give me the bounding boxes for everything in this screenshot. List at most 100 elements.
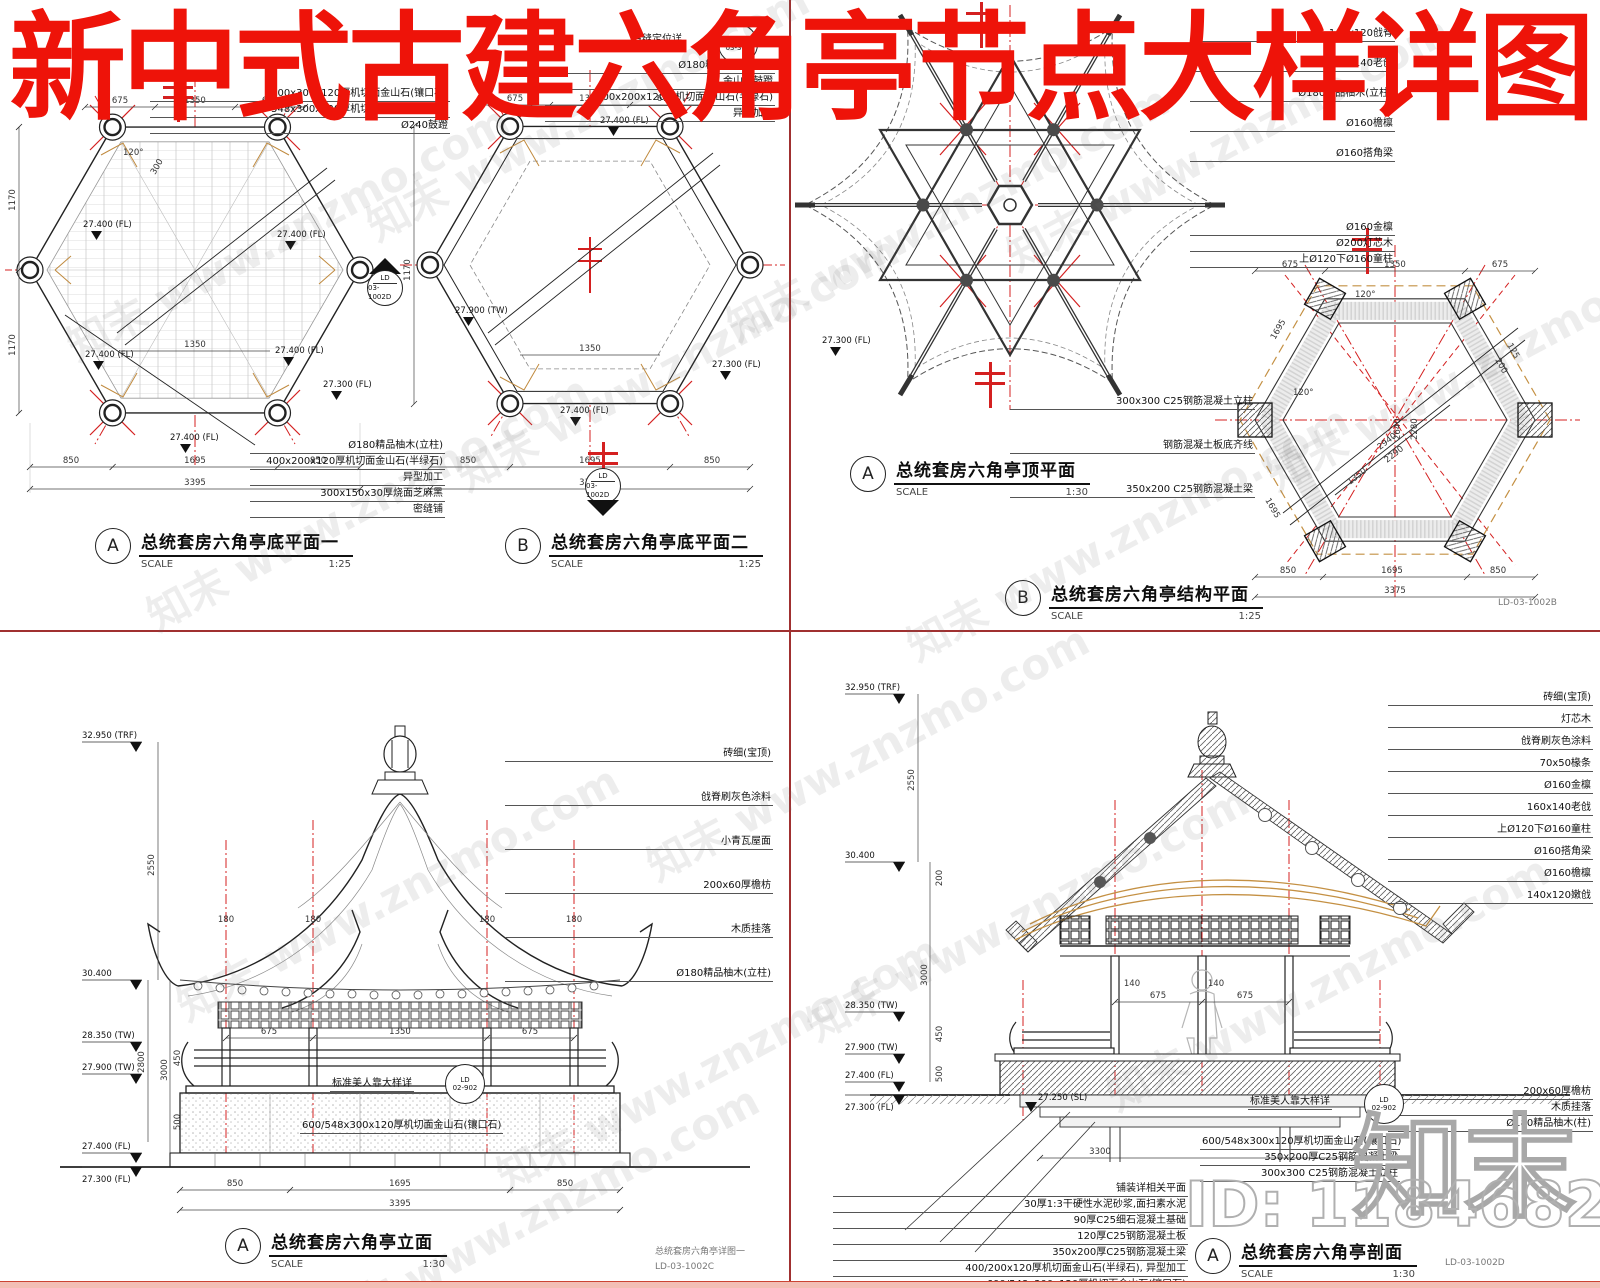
callout-label: 200x60厚檐枋 bbox=[505, 880, 773, 894]
scale-value: 1:30 bbox=[1392, 1269, 1415, 1280]
scale-value: 1:30 bbox=[422, 1259, 445, 1270]
svg-text:1350: 1350 bbox=[389, 1027, 411, 1037]
callout-label: 350x200 C25钢筋混凝土梁 bbox=[1010, 484, 1255, 498]
svg-text:2280: 2280 bbox=[1410, 418, 1420, 440]
detail-tag: A bbox=[850, 456, 886, 492]
svg-text:3395: 3395 bbox=[389, 1199, 411, 1209]
callout-label: 铺装详相关平面 bbox=[833, 1183, 1188, 1197]
svg-text:1170: 1170 bbox=[403, 259, 413, 281]
callout-label: 600/548x300x120厚机切面金山石(镶口石) bbox=[1200, 1136, 1401, 1150]
detail-tag: A bbox=[225, 1228, 261, 1264]
plan2-ref-label: 砖缝定位详 bbox=[630, 34, 684, 48]
section-marker-triangle bbox=[369, 258, 401, 274]
svg-text:27.400 (FL): 27.400 (FL) bbox=[845, 1071, 894, 1081]
drawing-title: 总统套房六角亭底平面二 bbox=[549, 528, 763, 557]
section-stone-callouts: 600/548x300x120厚机切面金山石(镶口石) 350x200厚C25钢筋… bbox=[1200, 1136, 1401, 1184]
callout-label: Ø180精品柚木(立柱) bbox=[545, 60, 775, 74]
callout-label: Ø240鼓蹬 bbox=[150, 120, 450, 134]
callout-label: Ø160檐檩 bbox=[1388, 868, 1593, 882]
callout-label: 548x300x120厚机切面金山石(镶口石) bbox=[150, 104, 450, 118]
svg-text:180: 180 bbox=[218, 915, 234, 925]
svg-text:27.400 (FL): 27.400 (FL) bbox=[82, 1142, 131, 1152]
callout-label: Ø160搭角梁 bbox=[1388, 846, 1593, 860]
svg-text:2550: 2550 bbox=[907, 769, 917, 791]
svg-text:1350: 1350 bbox=[184, 340, 206, 350]
svg-text:120°: 120° bbox=[1293, 388, 1313, 398]
svg-text:450: 450 bbox=[935, 1026, 945, 1042]
roof-plan-drawing: 27.300 (FL) bbox=[795, 5, 1225, 410]
callout-label: 上Ø120下Ø160童柱 bbox=[1388, 824, 1593, 838]
section-sheet-no: LD-03-1002D bbox=[1445, 1258, 1505, 1268]
svg-text:1695: 1695 bbox=[389, 1179, 411, 1189]
svg-text:27.300 (FL): 27.300 (FL) bbox=[712, 360, 761, 370]
elevation-sheet-name: 总统套房六角亭详图一 bbox=[655, 1247, 746, 1257]
svg-text:1170: 1170 bbox=[8, 334, 18, 356]
svg-text:32.950 (TRF): 32.950 (TRF) bbox=[845, 683, 900, 693]
svg-text:27.900 (TW): 27.900 (TW) bbox=[455, 306, 508, 316]
svg-text:1695: 1695 bbox=[1262, 497, 1281, 521]
svg-text:850: 850 bbox=[1490, 566, 1506, 576]
svg-text:30.400: 30.400 bbox=[82, 969, 112, 979]
svg-text:675: 675 bbox=[1282, 260, 1298, 270]
drawing-title: 总统套房六角亭结构平面 bbox=[1049, 580, 1263, 609]
sheet-divider-horizontal bbox=[0, 630, 1600, 632]
callout-label: Ø180精品柚木(立柱) bbox=[505, 968, 773, 982]
detail-tag: A bbox=[1195, 1238, 1231, 1274]
scale-value: 1:25 bbox=[328, 559, 351, 570]
svg-text:675: 675 bbox=[657, 94, 673, 104]
callout-label: 70x50椽条 bbox=[1388, 758, 1593, 772]
svg-text:1170: 1170 bbox=[8, 189, 18, 211]
svg-text:850: 850 bbox=[227, 1179, 243, 1189]
svg-text:140: 140 bbox=[1124, 979, 1140, 989]
callout-label: 异型加工 bbox=[250, 472, 445, 486]
svg-text:2550: 2550 bbox=[147, 854, 157, 876]
drawing-title: 总统套房六角亭立面 bbox=[269, 1228, 447, 1257]
callout-label: Ø200灯芯木 bbox=[1190, 238, 1395, 252]
svg-text:2640: 2640 bbox=[1393, 418, 1403, 440]
svg-text:27.400 (FL): 27.400 (FL) bbox=[85, 350, 134, 360]
callout-label: Ø180精品柚木(柱) bbox=[1388, 1118, 1593, 1132]
sheet-bottom-border bbox=[0, 1281, 1600, 1288]
svg-text:850: 850 bbox=[310, 456, 326, 466]
svg-text:675: 675 bbox=[507, 94, 523, 104]
svg-text:1350: 1350 bbox=[1346, 466, 1369, 487]
svg-text:3000: 3000 bbox=[160, 1059, 170, 1081]
scale-label: SCALE bbox=[271, 1259, 304, 1270]
callout-label: 木质挂落 bbox=[1388, 1102, 1593, 1116]
scale-label: SCALE bbox=[896, 487, 929, 498]
svg-text:180: 180 bbox=[479, 915, 495, 925]
svg-text:27.400 (FL): 27.400 (FL) bbox=[277, 230, 326, 240]
svg-text:120°: 120° bbox=[1355, 290, 1375, 300]
svg-text:850: 850 bbox=[460, 456, 476, 466]
svg-text:27.300 (FL): 27.300 (FL) bbox=[82, 1175, 131, 1185]
svg-text:850: 850 bbox=[63, 456, 79, 466]
svg-text:675: 675 bbox=[261, 1027, 277, 1037]
callout-label: 350x200厚C25钢筋混凝土梁 bbox=[1200, 1152, 1400, 1166]
detail-ref-bubble: LD 02-902 bbox=[445, 1064, 485, 1104]
svg-text:450: 450 bbox=[173, 1050, 183, 1066]
watermark-brand: 知末 bbox=[1351, 1103, 1577, 1235]
elevation-sheet-no: LD-03-1002C bbox=[655, 1262, 715, 1272]
callout-label: 140x120戗脊 bbox=[1190, 28, 1395, 42]
callout-label: 灯芯木 bbox=[1388, 714, 1593, 728]
callout-label: Ø160檐檩 bbox=[1190, 118, 1395, 132]
svg-text:1350: 1350 bbox=[579, 344, 601, 354]
svg-text:675: 675 bbox=[522, 1027, 538, 1037]
plan1-callouts-top: 600x300x120厚机切面金山石(镶口石)548x300x120厚机切面金山… bbox=[150, 88, 450, 136]
svg-text:1350: 1350 bbox=[1384, 260, 1406, 270]
svg-text:120°: 120° bbox=[123, 148, 143, 158]
svg-text:3395: 3395 bbox=[184, 478, 206, 488]
callout-label: Ø180精品柚木(立柱) bbox=[1190, 88, 1395, 102]
callout-label: 160x140老戗 bbox=[1388, 802, 1593, 816]
struct-plan-drawing: 675 1350 675 1695 1695 2940 2290 2640 22… bbox=[1215, 245, 1580, 601]
